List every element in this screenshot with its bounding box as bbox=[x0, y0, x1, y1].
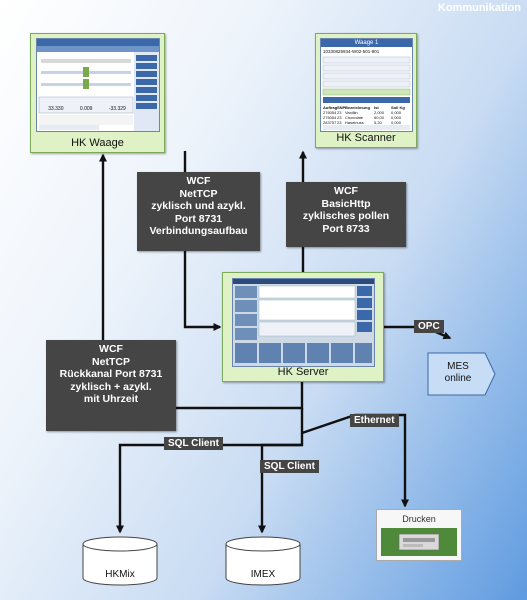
col-bezeichnung: Bezeichnung bbox=[345, 105, 370, 110]
waage-value-1: 33.330 bbox=[48, 106, 64, 112]
cell: Vanillin bbox=[345, 110, 358, 115]
cell: 23 bbox=[337, 110, 342, 115]
cell: 23 bbox=[337, 115, 342, 120]
mes-label: MES online bbox=[427, 361, 489, 385]
wcf2-line-3: zyklisches pollen bbox=[302, 210, 390, 222]
database-hkmix: HKMix bbox=[82, 536, 158, 586]
mes-label-line-2: online bbox=[444, 373, 472, 384]
cell: 60,00 bbox=[374, 115, 385, 120]
cell: 283757 bbox=[323, 120, 337, 125]
scanner-screenshot: Waage 1 10330825934-W02-501-801 Auftrag … bbox=[320, 38, 413, 132]
database-imex: IMEX bbox=[225, 536, 301, 586]
label-sql-client-hkmix: SQL Client bbox=[164, 437, 223, 450]
cell: 0,000 bbox=[391, 110, 402, 115]
label-hk-scanner: HK Scanner bbox=[336, 132, 396, 144]
cell: 5,20 bbox=[374, 120, 382, 125]
cell: 0,000 bbox=[391, 115, 402, 120]
mes-shape bbox=[427, 352, 496, 396]
table-row[interactable]: 283757 23 Haselnuss 5,20 0,000 bbox=[323, 120, 410, 125]
scanner-table-header: Auftrag SNP Bezeichnung Ist Soll Kg bbox=[323, 105, 410, 110]
scanner-screen-header: Waage 1 bbox=[321, 39, 412, 47]
database-hkmix-label: HKMix bbox=[105, 569, 135, 580]
col-snp: SNP bbox=[337, 105, 346, 110]
col-soll: Soll Kg bbox=[391, 105, 405, 110]
wcf1-line-5: Verbindungsaufbau bbox=[149, 225, 248, 237]
col-auftrag: Auftrag bbox=[323, 105, 338, 110]
printer-icon bbox=[381, 528, 457, 556]
scanner-table: Auftrag SNP Bezeichnung Ist Soll Kg 2760… bbox=[323, 105, 410, 125]
node-hk-server: HK Server bbox=[222, 272, 384, 382]
arrow-server-to-waage bbox=[99, 153, 304, 410]
target-mes-online: MES online bbox=[427, 352, 497, 396]
col-ist: Ist bbox=[374, 105, 379, 110]
cell: Haselnuss bbox=[345, 120, 364, 125]
cell: 276054 bbox=[323, 110, 337, 115]
wcf1-line-3: zyklisch und azykl. bbox=[151, 200, 246, 212]
label-ethernet: Ethernet bbox=[350, 414, 399, 427]
label-wcf-scanner: WCF BasicHttp zyklisches pollen Port 873… bbox=[286, 182, 406, 247]
server-ui-graphic bbox=[233, 279, 374, 363]
waage-ui-graphic bbox=[37, 39, 159, 131]
table-row[interactable]: 276054 23 Vanillin 2,000 0,000 bbox=[323, 110, 410, 115]
database-imex-label: IMEX bbox=[250, 569, 276, 580]
label-opc: OPC bbox=[414, 320, 444, 333]
wcf3-line-5: mit Uhrzeit bbox=[83, 393, 139, 405]
drucken-label: Drucken bbox=[402, 514, 436, 524]
wcf2-line-1: WCF bbox=[334, 185, 358, 197]
wcf1-line-4: Port 8731 bbox=[174, 212, 223, 225]
wcf1-line-2: NetTCP bbox=[179, 187, 218, 200]
node-hk-waage: 33.330 0.009 -33.329 HK Waage bbox=[30, 33, 165, 153]
wcf1-line-1: WCF bbox=[186, 175, 211, 187]
scanner-code: 10330825934-W02-501-801 bbox=[323, 49, 380, 54]
wcf3-line-1: WCF bbox=[99, 343, 123, 355]
label-wcf-waage: WCF NetTCP zyklisch und azykl. Port 8731… bbox=[137, 172, 260, 251]
cell: 0,000 bbox=[391, 120, 402, 125]
cell: Chocolate bbox=[345, 115, 364, 120]
waage-value-3: -33.329 bbox=[108, 106, 126, 112]
target-drucken: Drucken bbox=[376, 509, 462, 561]
label-hk-server: HK Server bbox=[277, 366, 329, 378]
wcf3-line-2: NetTCP bbox=[92, 355, 130, 368]
wcf3-line-4: zyklisch + azykl. bbox=[70, 380, 152, 393]
arrow-server-to-imex bbox=[258, 443, 302, 534]
server-screenshot bbox=[232, 278, 375, 367]
database-icon bbox=[82, 536, 158, 586]
waage-value-2: 0.009 bbox=[79, 106, 93, 112]
wcf2-line-2: BasicHttp bbox=[321, 197, 371, 210]
database-icon bbox=[225, 536, 301, 586]
scanner-ui-graphic bbox=[322, 56, 411, 130]
mes-label-line-1: MES bbox=[447, 361, 469, 372]
wcf3-line-3: Rückkanal Port 8731 bbox=[59, 368, 163, 380]
label-hk-waage: HK Waage bbox=[71, 137, 124, 149]
node-hk-scanner: Waage 1 10330825934-W02-501-801 Auftrag … bbox=[315, 33, 417, 148]
wcf2-line-4: Port 8733 bbox=[322, 222, 370, 235]
table-row[interactable]: 276054 23 Chocolate 60,00 0,000 bbox=[323, 115, 410, 120]
cell: 276054 bbox=[323, 115, 337, 120]
cell: 2,000 bbox=[374, 110, 385, 115]
cell: 23 bbox=[337, 120, 342, 125]
waage-screenshot: 33.330 0.009 -33.329 bbox=[36, 38, 160, 132]
label-wcf-backchannel: WCF NetTCP Rückkanal Port 8731 zyklisch … bbox=[46, 340, 176, 431]
label-sql-client-imex: SQL Client bbox=[260, 460, 319, 473]
diagram-title: Kommunikation bbox=[437, 2, 521, 14]
